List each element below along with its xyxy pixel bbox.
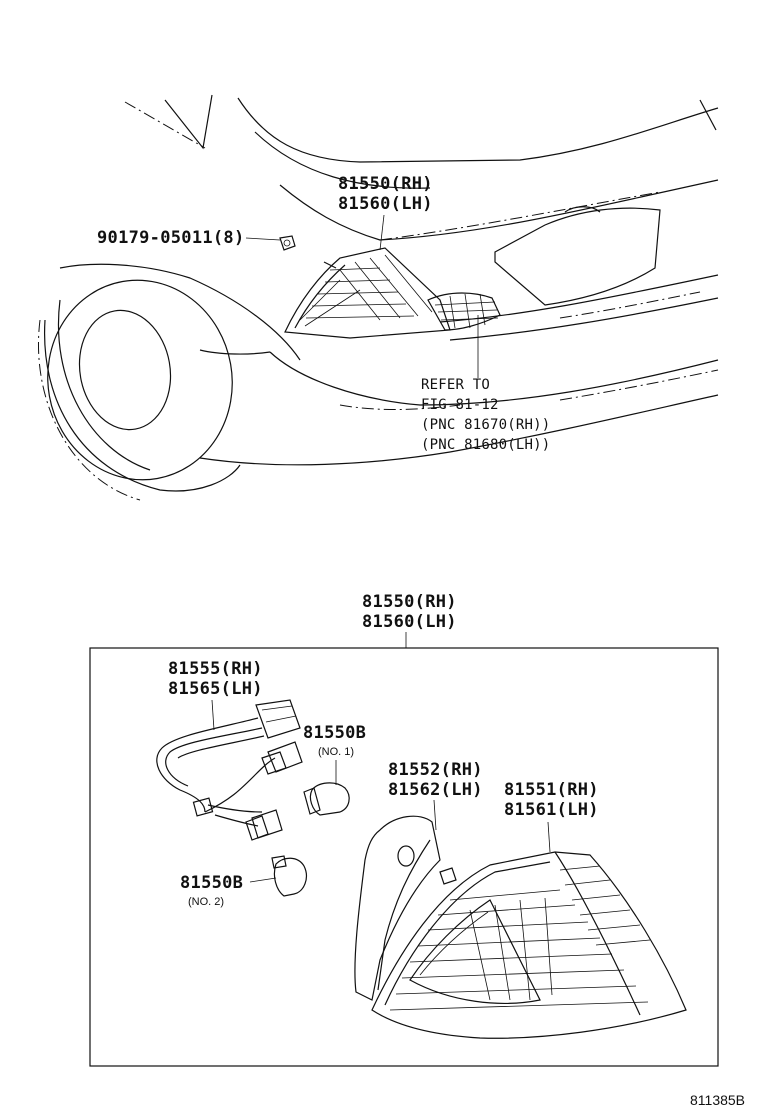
lens-lh-label: 81561(LH) (504, 800, 599, 820)
gasket-rh-label: 81552(RH) (388, 760, 483, 780)
upper-lamp-rh-label: 81550(RH) (338, 174, 433, 194)
lower-assy-rh-label: 81550(RH) (362, 592, 457, 612)
bulb2-note-label: (NO. 2) (188, 896, 224, 908)
exploded-view-frame (89, 647, 719, 1067)
bulb1-part-label: 81550B (303, 723, 366, 743)
refer-line-2: FIG 81-12 (421, 397, 499, 413)
upper-lamp-leader (379, 214, 385, 251)
nut-icon (279, 235, 296, 251)
gasket-lh-label: 81562(LH) (388, 780, 483, 800)
upper-lamp-lh-label: 81560(LH) (338, 194, 433, 214)
nut-leader (245, 237, 281, 241)
figure-code: 811385B (690, 1092, 745, 1108)
socket-leader (211, 699, 215, 731)
bulb2-leader (249, 877, 277, 883)
lower-assy-lh-label: 81560(LH) (362, 612, 457, 632)
lens-rh-label: 81551(RH) (504, 780, 599, 800)
gasket-icon (354, 815, 457, 1001)
bulb-no1-icon (303, 782, 350, 816)
socket-lh-label: 81565(LH) (168, 679, 263, 699)
refer-line-3: (PNC 81670(RH)) (421, 417, 550, 433)
installed-tail-lamp (284, 247, 501, 339)
vehicle-rear-outline (38, 94, 719, 501)
tail-lamp-lens-icon (371, 851, 687, 1039)
refer-line-4: (PNC 81680(LH)) (421, 437, 550, 453)
bulb-no2-icon (271, 855, 307, 897)
socket-rh-label: 81555(RH) (168, 659, 263, 679)
bulb1-note-label: (NO. 1) (318, 746, 354, 758)
nut-part-label: 90179-05011(8) (97, 228, 245, 248)
gasket-leader (433, 799, 437, 831)
lens-leader (547, 821, 551, 853)
refer-line-1: REFER TO (421, 377, 490, 393)
socket-and-wire-icon (156, 699, 303, 841)
bulb2-part-label: 81550B (180, 873, 243, 893)
